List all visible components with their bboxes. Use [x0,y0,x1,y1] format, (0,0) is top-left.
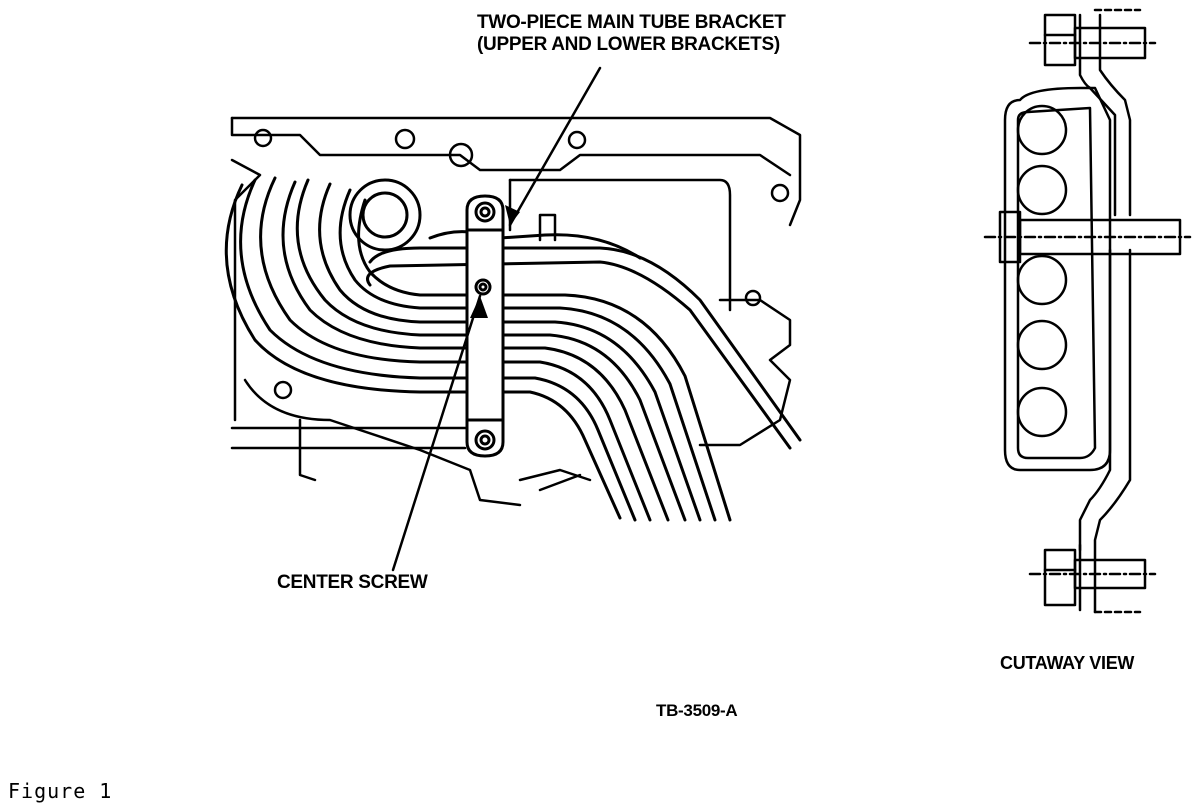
main-tube-bracket [465,194,505,458]
upper-tube [366,230,802,450]
cutaway-view [983,8,1192,614]
inner-cover [508,178,732,312]
housing-bolt-holes [253,128,790,400]
technical-reference-id: TB-3509-A [656,701,738,720]
main-tubes [224,176,732,522]
bracket-callout-line2: (UPPER AND LOWER BRACKETS) [477,34,780,55]
housing-boss [348,178,422,252]
bracket-callout-line1: TWO-PIECE MAIN TUBE BRACKET [477,12,786,33]
center-screw [474,278,492,296]
arrowhead-screw [470,296,488,318]
arrowhead-bracket [505,205,520,225]
center-screw-callout-label: CENTER SCREW [277,572,428,593]
leader-lines [391,66,602,572]
cutaway-view-title: CUTAWAY VIEW [1000,653,1135,673]
figure-caption: Figure 1 [8,779,113,803]
bracket-callout-label: TWO-PIECE MAIN TUBE BRACKET (UPPER AND L… [477,12,786,56]
housing-outline [230,116,802,507]
